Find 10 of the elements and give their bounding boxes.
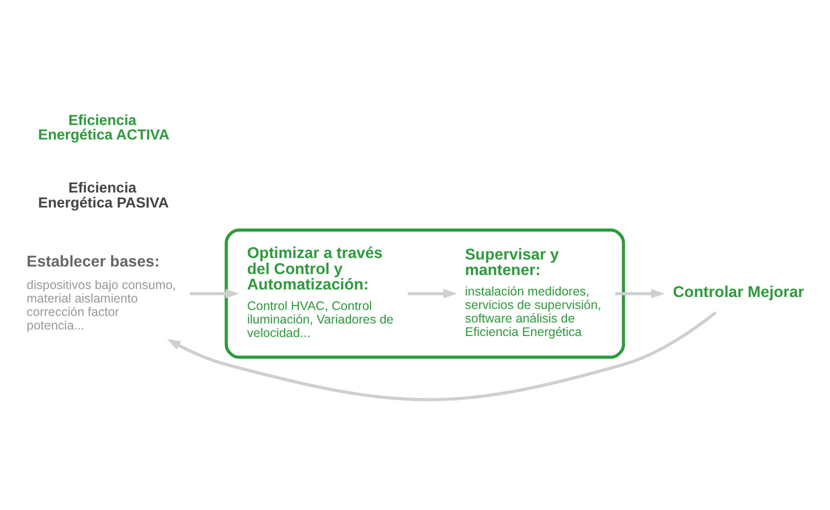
- arrow: [407, 288, 457, 298]
- node-text: Controlar Mejorar: [672, 284, 804, 301]
- node-text: Optimizar a través del Control y Automatización: Control HVAC, Control iluminación, Variadores de velocidad...: [246, 245, 394, 340]
- arrow: [166, 311, 716, 402]
- arrow: [614, 288, 664, 298]
- arrow: [189, 288, 239, 298]
- node-text: Establecer bases: dispositivos bajo consumo, material aislamiento corrección factor potencia...: [26, 254, 176, 333]
- node-text: Supervisar y mantener: instalación medidores, servicios de supervisión, software análisis de Eficiencia Energética: [464, 246, 601, 339]
- label: Eficiencia Energética ACTIVA: [38, 112, 169, 144]
- label: Eficiencia Energética PASIVA: [38, 180, 168, 212]
